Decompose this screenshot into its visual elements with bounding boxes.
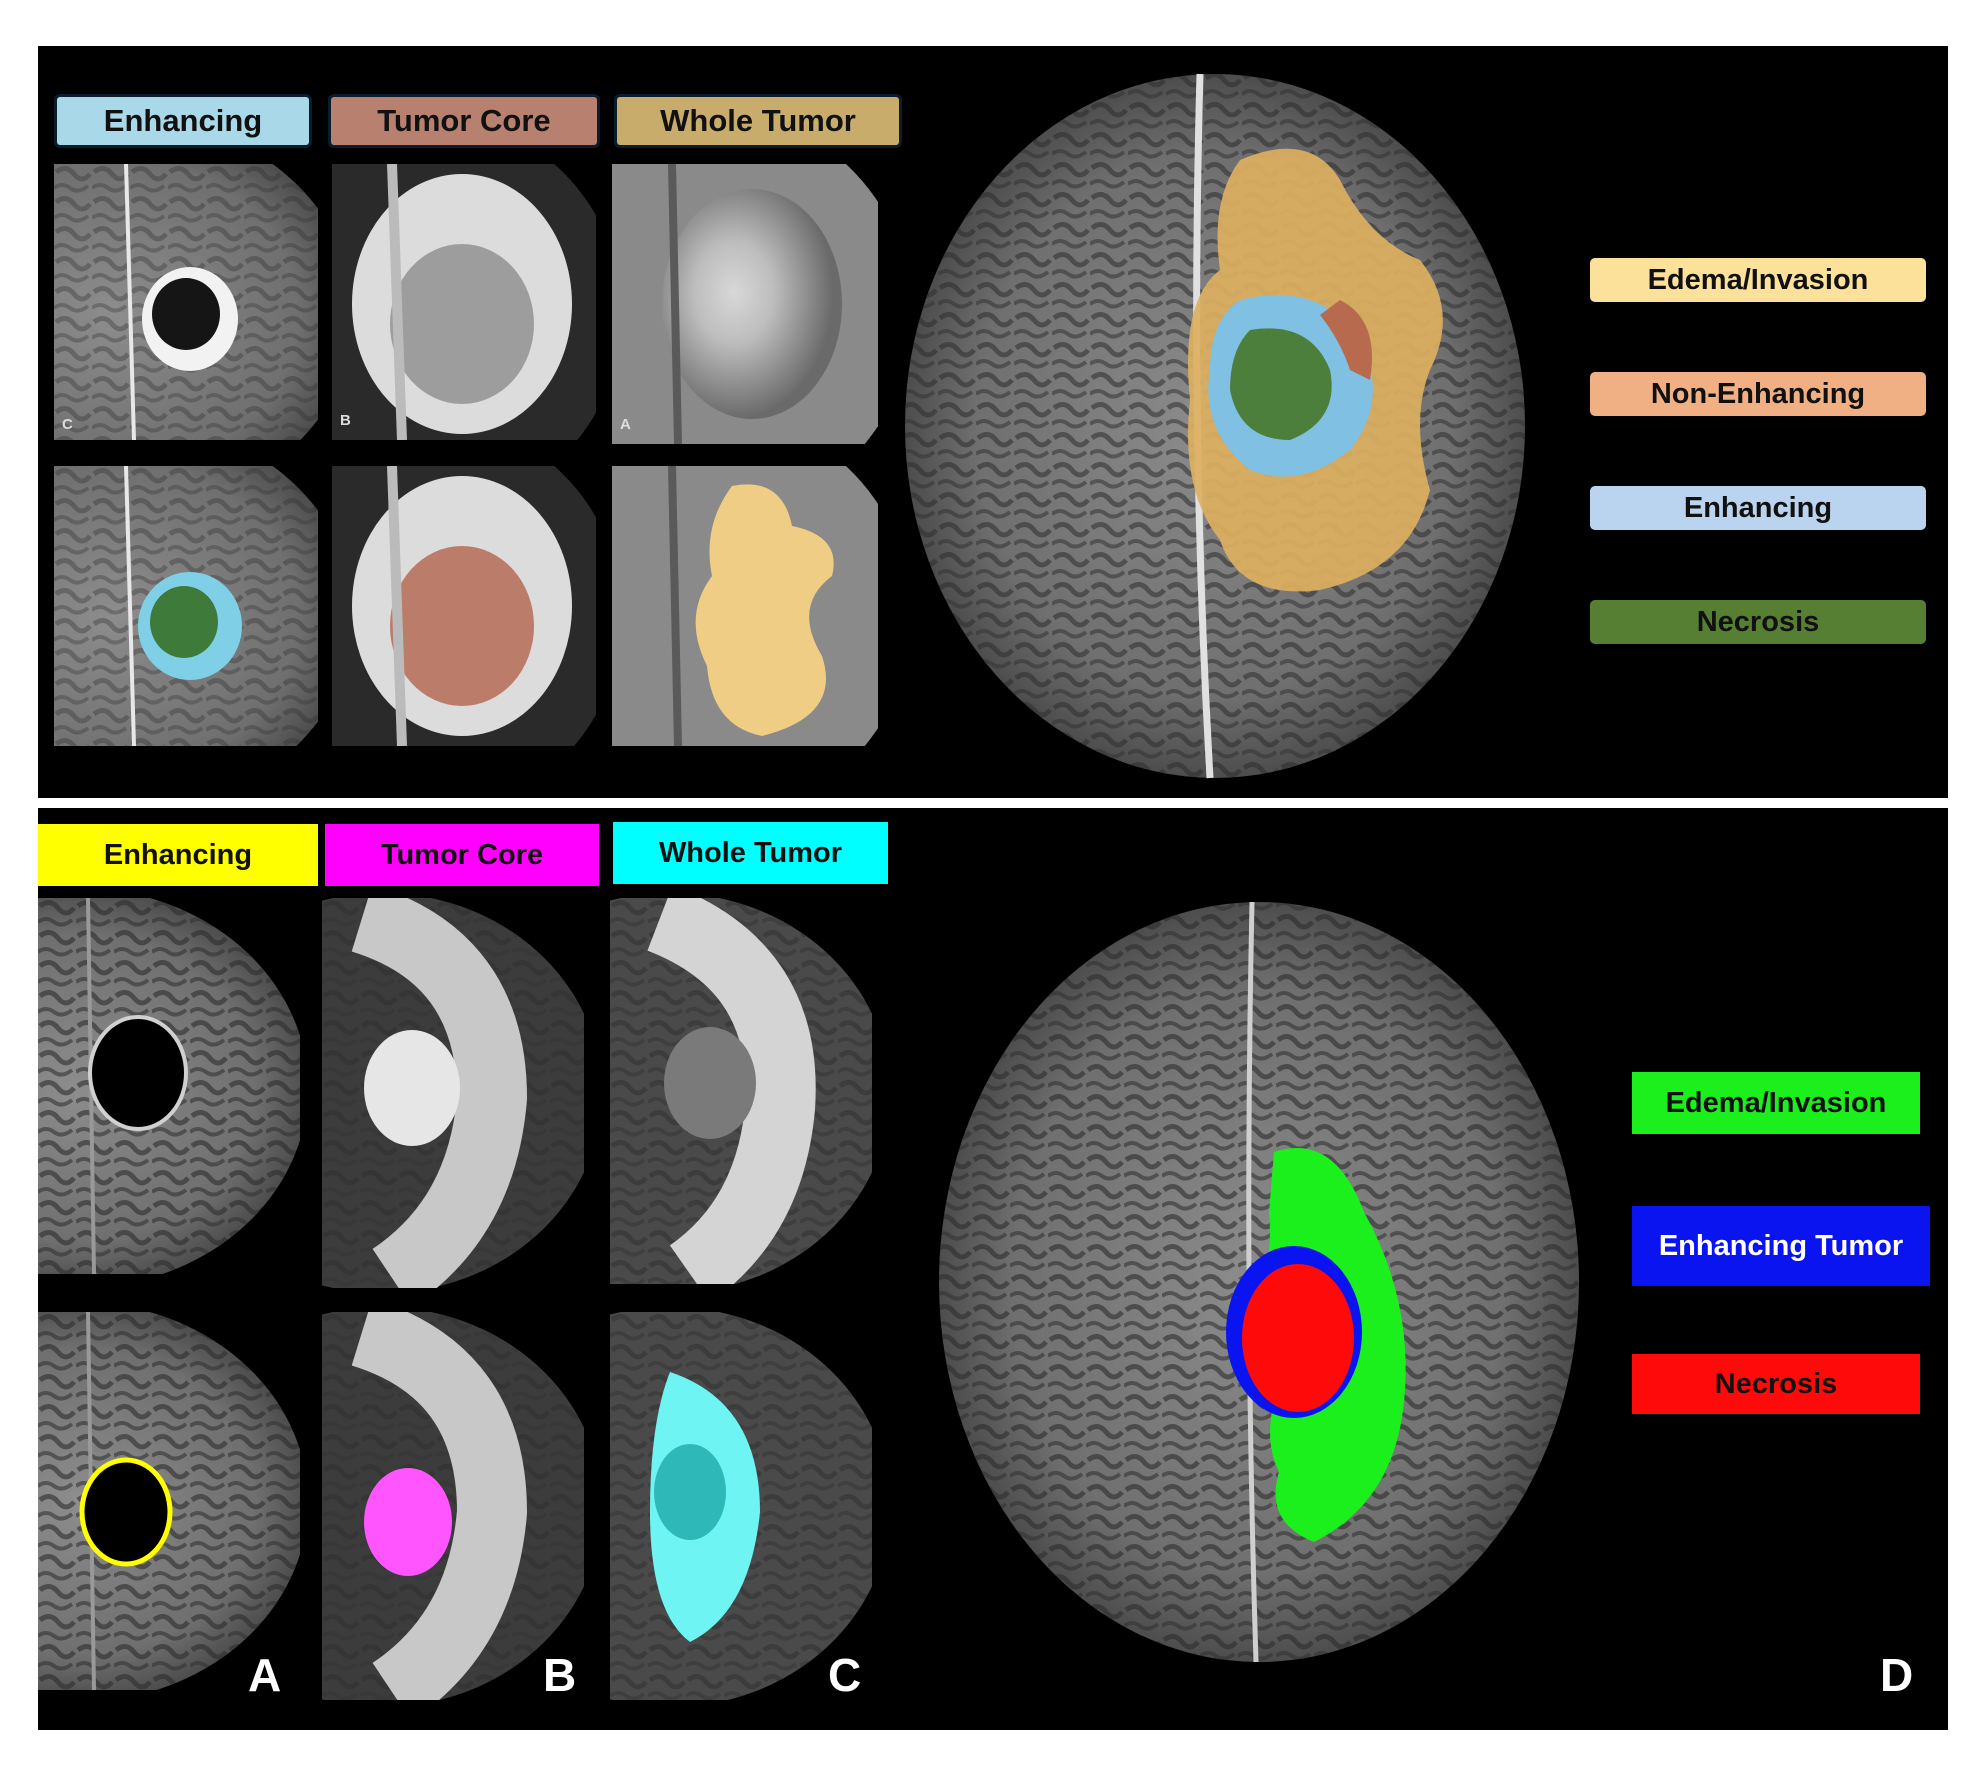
header-tumor-core-bottom: Tumor Core bbox=[325, 824, 599, 886]
thumb-bottom-t1 bbox=[38, 898, 300, 1274]
legend-enhancing: Enhancing bbox=[1590, 486, 1926, 530]
header-whole-tumor-bottom: Whole Tumor bbox=[613, 822, 888, 884]
thumb-t1-enhancing-overlay bbox=[54, 466, 318, 746]
axial-brain-segmentation-bottom bbox=[934, 882, 1584, 1682]
header-whole-tumor: Whole Tumor bbox=[614, 94, 902, 148]
bottom-figure-panel: Enhancing Tumor Core Whole Tumor bbox=[38, 808, 1948, 1730]
legend-bottom-edema-invasion: Edema/Invasion bbox=[1632, 1072, 1920, 1134]
header-tumor-core: Tumor Core bbox=[328, 94, 600, 148]
thumb-bottom-t1-overlay bbox=[38, 1312, 300, 1690]
header-enhancing-bottom: Enhancing bbox=[38, 824, 318, 886]
legend-bottom-enhancing-tumor: Enhancing Tumor bbox=[1632, 1206, 1930, 1286]
thumb-t2 bbox=[332, 164, 596, 440]
thumb-letter-c: C bbox=[62, 416, 73, 433]
legend-edema-invasion: Edema/Invasion bbox=[1590, 258, 1926, 302]
sublabel-d: D bbox=[1880, 1649, 1914, 1701]
thumb-bottom-flair bbox=[610, 898, 872, 1284]
thumb-flair bbox=[612, 164, 878, 444]
legend-necrosis: Necrosis bbox=[1590, 600, 1926, 644]
legend-bottom-necrosis: Necrosis bbox=[1632, 1354, 1920, 1414]
top-figure-panel: Enhancing Tumor Core Whole Tumor C B A bbox=[38, 46, 1948, 798]
axial-brain-segmentation-top bbox=[900, 70, 1530, 782]
thumb-flair-whole-overlay bbox=[612, 466, 878, 746]
thumb-letter-a: A bbox=[620, 416, 631, 433]
header-enhancing: Enhancing bbox=[54, 94, 312, 148]
thumb-bottom-t2 bbox=[322, 898, 584, 1288]
sublabel-b: B bbox=[543, 1649, 577, 1701]
sublabel-a: A bbox=[248, 1649, 282, 1701]
thumb-t2-core-overlay bbox=[332, 466, 596, 746]
thumb-bottom-flair-overlay bbox=[610, 1312, 872, 1700]
legend-non-enhancing: Non-Enhancing bbox=[1590, 372, 1926, 416]
thumb-bottom-t2-overlay bbox=[322, 1312, 584, 1700]
sublabel-c: C bbox=[828, 1649, 862, 1701]
thumb-t1-contrast bbox=[54, 164, 318, 440]
thumb-letter-b: B bbox=[340, 412, 351, 429]
